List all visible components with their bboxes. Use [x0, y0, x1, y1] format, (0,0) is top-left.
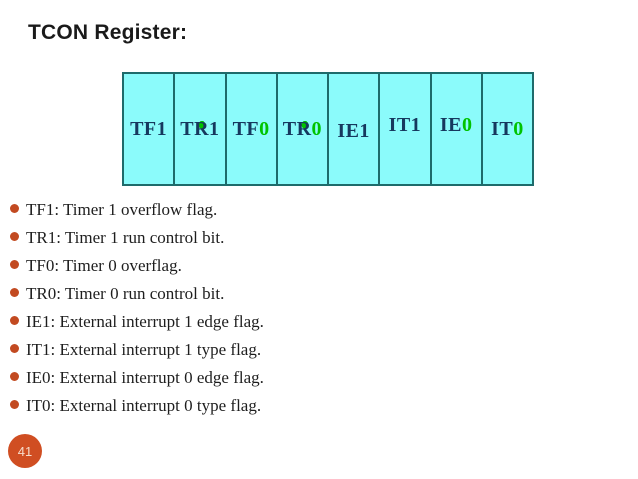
register-cell-tf0: TF0 [227, 74, 278, 184]
bullet-item: TF0: Timer 0 overflag. [8, 252, 628, 280]
bullet-text: TR1: Timer 1 run control bit. [26, 228, 225, 247]
register-cell-it1: IT1 [380, 74, 432, 184]
bullet-item: IE0: External interrupt 0 edge flag. [8, 364, 628, 392]
bullet-icon [10, 232, 19, 241]
register-cell-text: TF [232, 117, 260, 140]
register-cell-text: IT1 [388, 113, 422, 136]
register-cell-it0: IT0 [483, 74, 532, 184]
register-cell-text: IE1 [337, 119, 370, 142]
register-cell-label: TR1 [180, 117, 220, 141]
register-cell-text: R [296, 117, 312, 140]
bullet-icon [10, 400, 19, 409]
bullet-item: IE1: External interrupt 1 edge flag. [8, 308, 628, 336]
register-cell-ie0: IE0 [432, 74, 483, 184]
bullet-item: TR0: Timer 0 run control bit. [8, 280, 628, 308]
bullet-item: TF1: Timer 1 overflow flag. [8, 196, 628, 224]
bullet-icon [10, 288, 19, 297]
bullet-text: IE1: External interrupt 1 edge flag. [26, 312, 264, 331]
register-cell-text: R [194, 117, 210, 140]
register-cell-label: IT0 [491, 118, 524, 141]
bullet-item: IT1: External interrupt 1 type flag. [8, 336, 628, 364]
register-cell-label: IE0 [440, 114, 473, 137]
register-cell-label: TF0 [233, 118, 270, 141]
register-cell-tf1: TF1 [124, 74, 176, 184]
bullet-text: IE0: External interrupt 0 edge flag. [26, 368, 264, 387]
bullet-icon [10, 316, 19, 325]
register-cell-text: 0 [259, 117, 270, 140]
bullet-text: IT1: External interrupt 1 type flag. [26, 340, 262, 359]
register-cell-text: T [282, 117, 297, 140]
register-cell-label: IT1 [389, 114, 422, 137]
bullet-icon [10, 344, 19, 353]
register-cell-text: IT [491, 117, 514, 140]
register-cell-text: 0 [513, 117, 524, 140]
slide-title: TCON Register: [28, 21, 188, 44]
bullet-list: TF1: Timer 1 overflow flag. TR1: Timer 1 … [8, 196, 628, 420]
bullet-text: TR0: Timer 0 run control bit. [26, 284, 225, 303]
register-cell-label: TR0 [282, 117, 323, 141]
bullet-item: IT0: External interrupt 0 type flag. [8, 392, 628, 420]
register-cell-text: 0 [311, 117, 323, 140]
register-cell-text: TF1 [130, 117, 168, 140]
bullet-item: TR1: Timer 1 run control bit. [8, 224, 628, 252]
register-cell-ie1: IE1 [329, 74, 381, 184]
register-cell-label: IE1 [337, 120, 370, 143]
page-number-badge: 41 [8, 434, 42, 468]
register-cell-tr1: TR1 [175, 74, 227, 184]
bullet-icon [10, 260, 19, 269]
register-cell-text: IE [439, 113, 462, 136]
register-cell-text: 1 [209, 117, 220, 140]
bullet-text: TF1: Timer 1 overflow flag. [26, 200, 218, 219]
bullet-icon [10, 372, 19, 381]
register-cell-tr0: TR0 [278, 74, 329, 184]
bullet-icon [10, 204, 19, 213]
register-cell-label: TF1 [130, 118, 167, 141]
register-cell-text: 0 [461, 113, 473, 136]
page-number: 41 [17, 443, 33, 459]
register-cell-text: T [180, 117, 195, 140]
bullet-text: IT0: External interrupt 0 type flag. [26, 396, 262, 415]
bullet-text: TF0: Timer 0 overflag. [26, 256, 182, 275]
